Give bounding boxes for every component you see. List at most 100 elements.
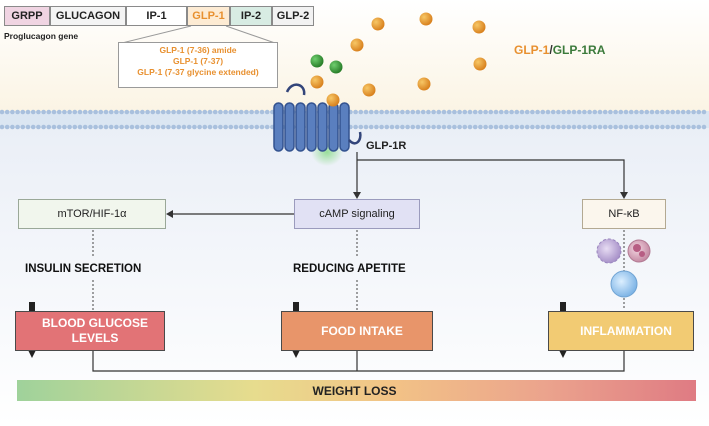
lipid-head	[62, 109, 67, 115]
lipid-head	[192, 109, 197, 115]
lipid-head	[530, 124, 535, 130]
legend-separator: /	[549, 43, 553, 57]
lipid-head	[264, 109, 270, 115]
isoform-line: GLP-1 (7-37)	[172, 56, 224, 66]
lipid-head	[82, 109, 88, 115]
gene-segment-glp-1: GLP-1	[187, 6, 230, 26]
lipid-head	[259, 109, 265, 115]
lipid-head	[556, 124, 561, 130]
lipid-head	[88, 124, 93, 130]
lipid-head	[129, 124, 135, 130]
lipid-head	[478, 109, 483, 115]
lipid-head	[15, 109, 20, 115]
lipid-head	[639, 109, 644, 115]
lipid-head	[498, 109, 504, 115]
gene-segment-glp-2: GLP-2	[272, 6, 314, 26]
lipid-head	[675, 124, 681, 130]
lipid-head	[462, 124, 468, 130]
lipid-head	[483, 109, 488, 115]
lipid-head	[114, 109, 119, 115]
lipid-head	[618, 109, 624, 115]
lipid-head	[140, 109, 145, 115]
lipid-head	[634, 109, 639, 115]
lipid-head	[124, 124, 130, 130]
isoform-line: GLP-1 (7-37 glycine extended)	[137, 67, 259, 77]
lipid-head	[233, 124, 239, 130]
callout-line-left	[121, 25, 192, 44]
lipid-head	[540, 124, 546, 130]
lipid-head	[675, 109, 681, 115]
lipid-head	[644, 109, 650, 115]
lipid-head	[530, 109, 535, 115]
lipid-head	[472, 124, 478, 130]
lipid-head	[467, 124, 473, 130]
lipid-head	[358, 109, 364, 115]
lipid-head	[171, 124, 176, 130]
lipid-head	[571, 109, 577, 115]
glp1-receptor	[273, 83, 362, 152]
lipid-head	[25, 109, 31, 115]
lipid-head	[77, 109, 83, 115]
lipid-head	[150, 124, 156, 130]
lipid-head	[176, 109, 182, 115]
lipid-head	[358, 124, 364, 130]
lipid-head	[46, 124, 52, 130]
lipid-head	[264, 124, 270, 130]
lipid-head	[628, 124, 634, 130]
lymphocyte-icon	[610, 270, 638, 298]
lipid-head	[140, 124, 145, 130]
lipid-head	[212, 109, 218, 115]
lipid-head	[145, 124, 150, 130]
lipid-head	[608, 124, 613, 130]
lipid-head	[587, 124, 592, 130]
lipid-head	[545, 124, 551, 130]
lipid-head	[181, 124, 187, 130]
lipid-head	[93, 124, 98, 130]
lipid-head	[571, 124, 577, 130]
lipid-head	[680, 109, 686, 115]
lipid-head	[171, 109, 176, 115]
lipid-head	[218, 109, 223, 115]
weight-loss-bar	[17, 380, 696, 401]
legend-glp1: GLP-1	[514, 43, 550, 57]
lipid-head	[384, 109, 390, 115]
lipid-head	[93, 109, 98, 115]
lipid-head	[566, 109, 572, 115]
lipid-head	[36, 124, 41, 130]
lipid-head	[238, 124, 244, 130]
lipid-head	[561, 109, 566, 115]
lipid-head	[576, 109, 582, 115]
lipid-head	[374, 109, 379, 115]
glp1ra-ligand	[310, 54, 324, 68]
lipid-head	[197, 109, 202, 115]
lipid-head	[20, 109, 26, 115]
glp1-ligand	[371, 17, 385, 31]
lipid-head	[556, 109, 561, 115]
lipid-head	[618, 124, 624, 130]
outcome-connector	[92, 351, 625, 372]
intracellular-background	[0, 112, 709, 426]
lipid-head	[696, 109, 702, 115]
lipid-head	[452, 124, 457, 130]
lipid-head	[524, 109, 530, 115]
lipid-head	[680, 124, 686, 130]
gene-segment-ip-1: IP-1	[126, 6, 187, 26]
lipid-head	[446, 109, 452, 115]
lipid-head	[166, 124, 171, 130]
lipid-head	[51, 124, 57, 130]
glp1-ligand	[473, 57, 487, 71]
lipid-head	[134, 109, 140, 115]
lipid-head	[514, 109, 520, 115]
lipid-head	[592, 109, 598, 115]
lipid-head	[108, 124, 114, 130]
lipid-head	[108, 109, 114, 115]
lipid-head	[20, 124, 26, 130]
glp1-ligand	[419, 12, 433, 26]
gene-caption: Proglucagon gene	[4, 31, 79, 41]
lipid-head	[150, 109, 156, 115]
lipid-head	[379, 109, 384, 115]
lipid-head	[582, 124, 587, 130]
lipid-head	[587, 109, 592, 115]
lipid-head	[30, 124, 36, 130]
